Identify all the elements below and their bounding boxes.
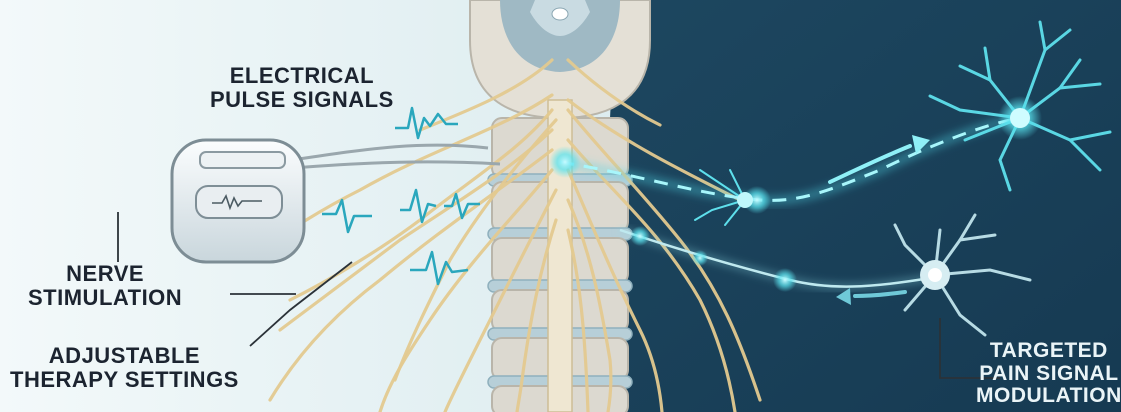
label-nerve-stimulation: NERVE STIMULATION	[28, 262, 182, 310]
label-targeted-pain-signal-modulation: TARGETED PAIN SIGNAL MODULATION	[976, 340, 1121, 408]
label-electrical-pulse-signals: ELECTRICAL PULSE SIGNALS	[210, 64, 394, 112]
label-adjustable-therapy-settings: ADJUSTABLE THERAPY SETTINGS	[10, 344, 239, 392]
